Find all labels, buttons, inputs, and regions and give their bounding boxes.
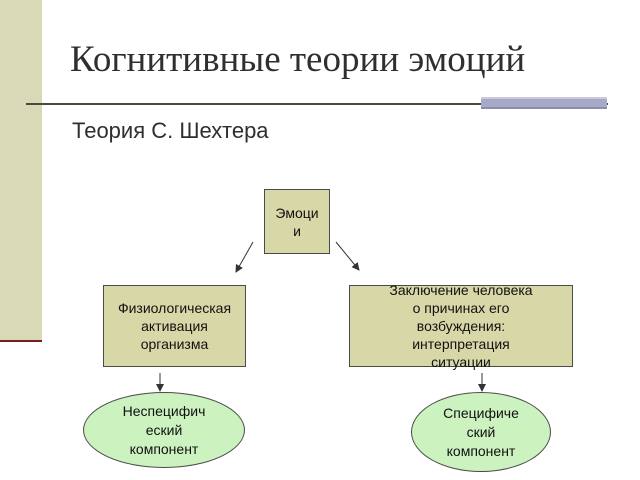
nonspecific-component-oval: Неспецифич eский компонент [83,392,245,468]
physiological-activation-box: Физиологическая активация организма [103,285,246,367]
title-accent-bar [481,97,607,109]
arrow-root-to-conclusion [335,241,360,271]
slide-subtitle: Теория С. Шехтера [72,118,269,143]
title-divider [26,103,608,105]
arrow-root-to-physiological [235,241,254,273]
conclusion-interpretation-box: Заключение человека о причинах его возбу… [349,282,573,370]
slide-title: Когнитивные теории эмоций [70,39,526,80]
left-band-accent-line [0,340,42,342]
left-decorative-band [0,0,42,342]
specific-component-oval: Специфиче ский компонент [411,392,551,472]
emotions-box: Эмоци и [264,189,330,254]
